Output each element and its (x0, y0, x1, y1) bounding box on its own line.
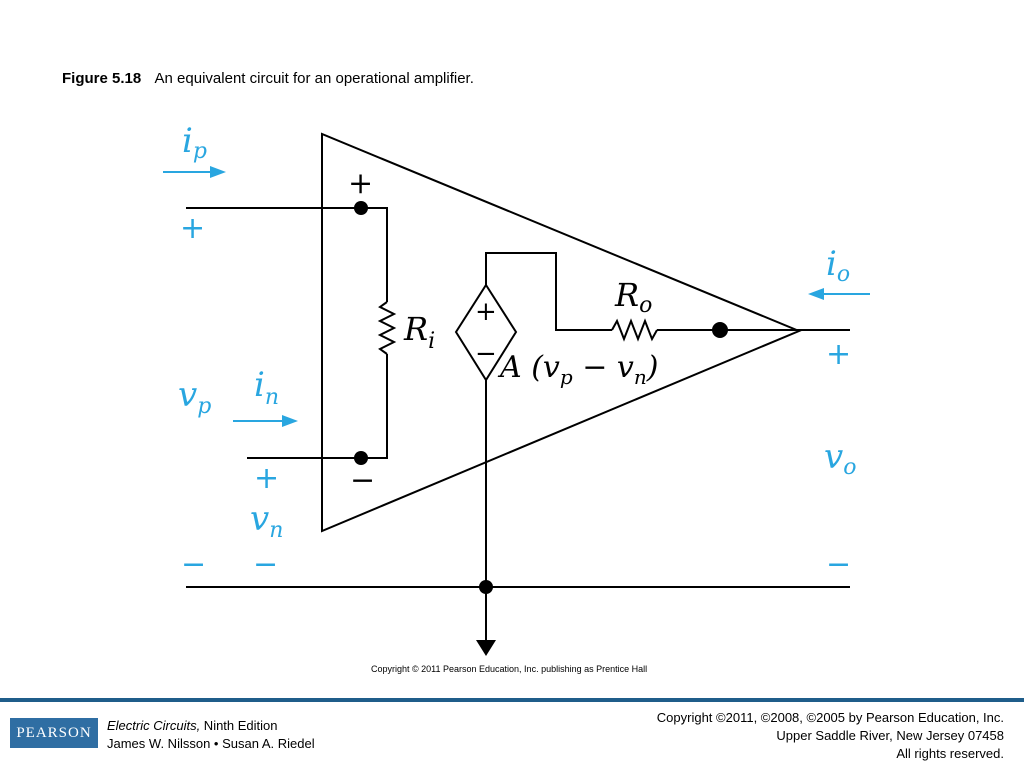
book-title: Electric Circuits, (107, 718, 201, 733)
rights-line-1: Copyright ©2011, ©2008, ©2005 by Pearson… (656, 710, 1004, 725)
label-plus-inside: + (348, 166, 373, 201)
label-gain-expression: A (vp − vn) (497, 350, 658, 389)
label-minus-right: − (826, 547, 851, 582)
label-ro: Ro (614, 276, 652, 318)
resistor-ri (377, 301, 397, 355)
op-amp-triangle (321, 132, 802, 533)
wire-source-to-ro (485, 252, 612, 331)
wire-ri-top (361, 207, 388, 302)
label-minus-left-a: − (181, 547, 206, 582)
label-source-minus: − (475, 339, 497, 369)
rights-line-3: All rights reserved. (896, 746, 1004, 761)
arrow-io-icon (808, 288, 870, 300)
node-ground (479, 580, 493, 594)
book-info: Electric Circuits, Ninth Edition James W… (107, 717, 315, 753)
wire-ri-bottom (361, 354, 388, 459)
arrow-in-icon (233, 415, 298, 427)
rights-notice: Copyright ©2011, ©2008, ©2005 by Pearson… (657, 709, 1004, 763)
label-plus-right: + (826, 337, 851, 372)
book-title-line: Electric Circuits, Ninth Edition (107, 717, 315, 735)
book-authors: James W. Nilsson • Susan A. Riedel (107, 736, 315, 751)
label-in: in (254, 365, 279, 410)
figure-copyright: Copyright © 2011 Pearson Education, Inc.… (371, 664, 648, 674)
label-plus-left-bottom: + (254, 461, 279, 496)
label-vo: vo (824, 437, 856, 480)
book-edition: Ninth Edition (200, 718, 278, 733)
footer-divider (0, 698, 1024, 702)
pearson-logo: PEARSON (10, 718, 98, 748)
label-vn: vn (250, 499, 283, 543)
figure-label: Figure 5.18 (62, 70, 142, 87)
arrow-ip-icon (163, 166, 226, 178)
label-ri: Ri (403, 310, 435, 354)
label-io: io (826, 244, 850, 287)
figure-caption: Figure 5.18 An equivalent circuit for an… (62, 70, 474, 87)
label-minus-inside: − (350, 463, 375, 498)
ground-arrow-icon (476, 640, 496, 656)
resistor-ro (611, 318, 658, 342)
rights-line-2: Upper Saddle River, New Jersey 07458 (776, 728, 1004, 743)
node-output (712, 322, 728, 338)
label-source-plus: + (475, 297, 497, 327)
label-vp: vp (178, 375, 211, 419)
label-plus-left-top: + (180, 211, 205, 246)
label-ip: ip (182, 121, 207, 164)
label-minus-left-b: − (253, 547, 278, 582)
figure-title: An equivalent circuit for an operational… (154, 70, 474, 87)
op-amp-circuit-diagram: ip + vp in + vn − − io + vo − + − Ri Ro … (163, 121, 870, 656)
